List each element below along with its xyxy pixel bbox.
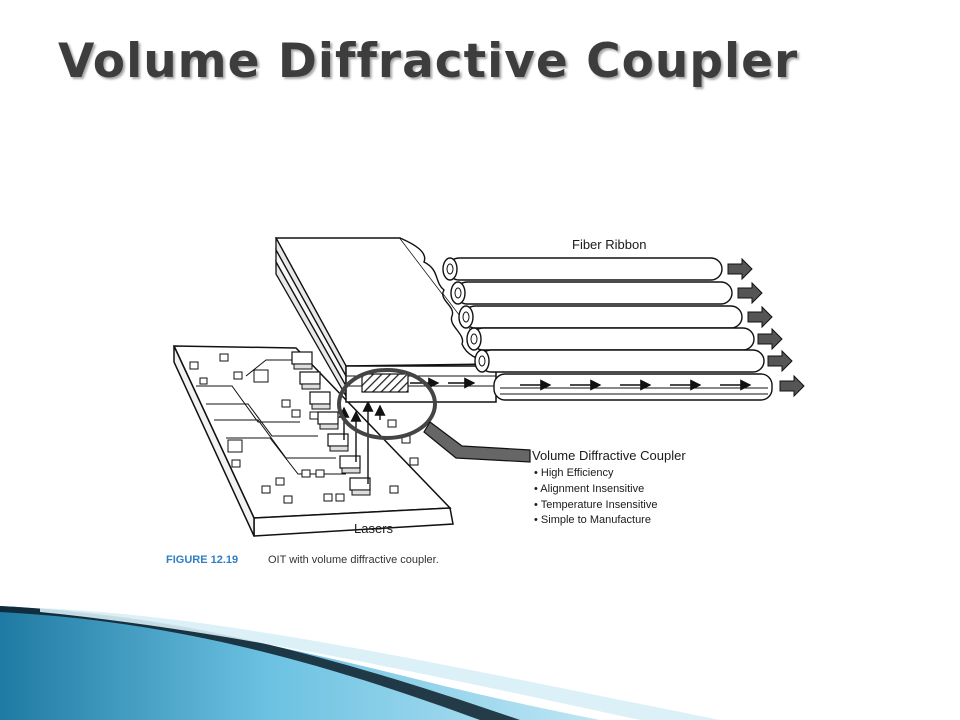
fiber: [458, 305, 773, 329]
slide-title: Volume Diffractive Coupler: [58, 34, 799, 89]
fiber: [442, 257, 753, 281]
fiber: [493, 373, 805, 401]
fiber-ribbon: [442, 257, 805, 401]
coupler-feature-3: • Temperature Insensitive: [534, 499, 658, 511]
fiber: [474, 349, 793, 373]
lasers-label: Lasers: [354, 521, 394, 536]
figure-caption: FIGURE 12.19 OIT with volume diffractive…: [166, 554, 439, 566]
circuit-board: [172, 345, 454, 537]
coupler-feature-2: • Alignment Insensitive: [534, 483, 644, 495]
coupler-feature-4: • Simple to Manufacture: [534, 514, 651, 526]
fiber: [450, 281, 763, 305]
laser-chip: [299, 371, 321, 390]
laser-beam-arrows: [338, 400, 386, 484]
laser-chip: [309, 391, 331, 410]
laser-chip: [339, 455, 361, 474]
coupler-heading: Volume Diffractive Coupler: [532, 448, 686, 463]
laser-chip: [327, 433, 349, 452]
caption-figure-number: FIGURE 12.19: [166, 554, 238, 566]
waveguide-stack: [274, 237, 498, 403]
coupler-features-block: Volume Diffractive Coupler • High Effici…: [532, 448, 686, 526]
laser-chip: [317, 411, 339, 430]
laser-array: [291, 351, 371, 496]
fiber: [466, 327, 783, 351]
laser-chip: [291, 351, 313, 370]
decorative-wave: [0, 606, 720, 720]
coupler-feature-1: • High Efficiency: [534, 467, 614, 479]
coupler-highlight: [337, 368, 531, 463]
fiber-ribbon-label: Fiber Ribbon: [572, 237, 646, 252]
caption-text: OIT with volume diffractive coupler.: [268, 554, 439, 566]
laser-chip: [349, 477, 371, 496]
